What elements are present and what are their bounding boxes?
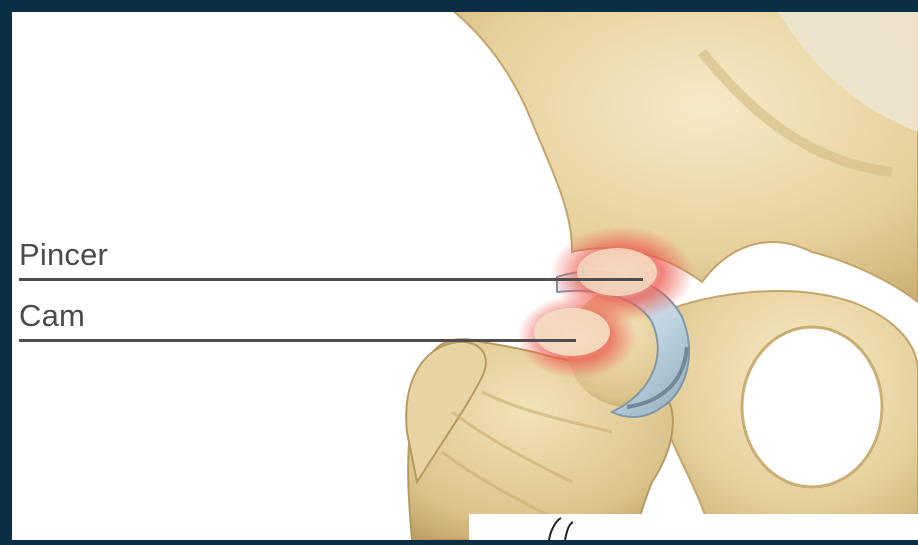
pincer-lesion-core — [577, 248, 657, 296]
pincer-label: Pincer — [19, 237, 108, 273]
pincer-pointer-line — [19, 278, 643, 281]
cam-lesion-core — [534, 308, 610, 356]
obturator-foramen — [742, 327, 882, 487]
illustration-panel: Pincer Cam — [12, 12, 918, 540]
inset-sketch — [469, 514, 918, 540]
cam-pointer-line — [19, 339, 576, 342]
cam-label: Cam — [19, 298, 85, 334]
overlay-inset-panel — [469, 514, 918, 540]
hip-joint-illustration — [12, 12, 918, 540]
